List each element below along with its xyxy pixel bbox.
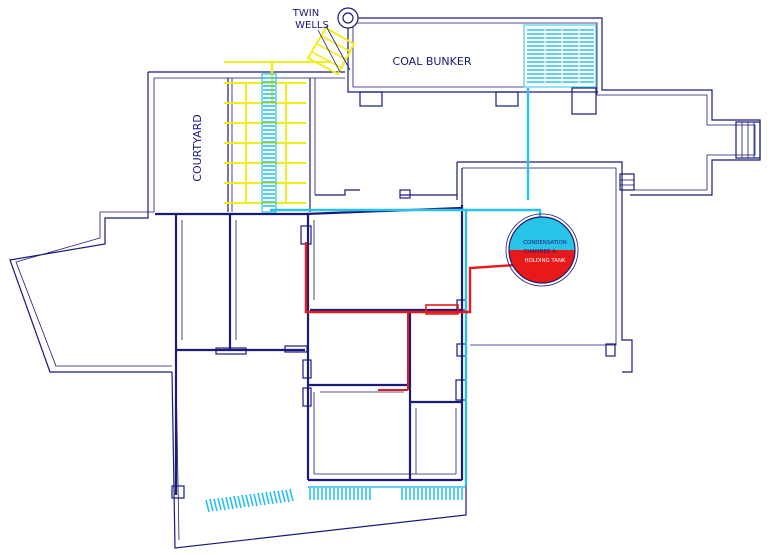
hot-water-system <box>304 242 516 391</box>
cold-water-system <box>205 24 597 513</box>
coal-bunker-label: COAL BUNKER <box>393 55 472 68</box>
twin-wells-label-line1: TWIN <box>292 8 319 19</box>
tank-label-line1: CONDENSATION <box>523 240 567 246</box>
courtyard-grating <box>224 25 356 204</box>
twin-wells-label-line2: WELLS <box>295 20 329 31</box>
condensation-tank: CONDENSATION CHAMBER & HOLDING TANK <box>505 213 579 287</box>
interior-walls <box>155 78 616 499</box>
tank-label-line3: HOLDING TANK <box>524 258 566 264</box>
twin-wells: TWIN WELLS <box>292 7 359 31</box>
outer-walls <box>9 17 761 549</box>
tank-label-line2: CHAMBER & <box>524 249 558 255</box>
courtyard-label: COURTYARD <box>191 114 204 181</box>
